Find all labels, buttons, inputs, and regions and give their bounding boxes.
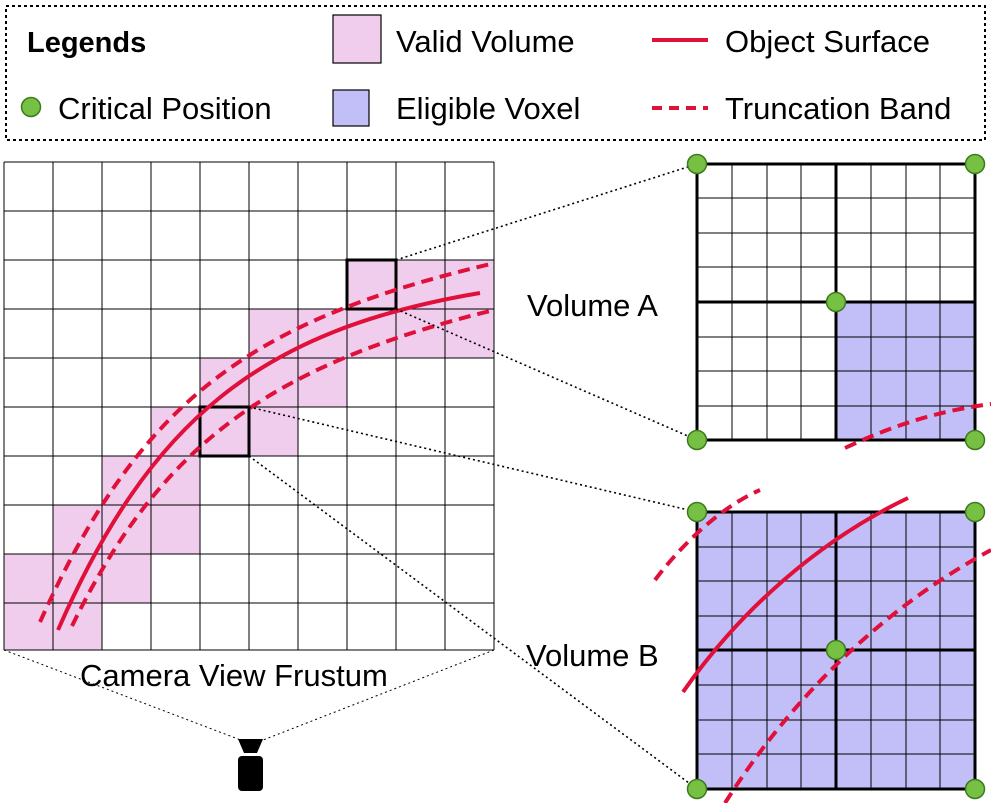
legend-label-object-surface: Object Surface — [725, 24, 930, 59]
legend-border — [5, 5, 986, 141]
frustum-label: Camera View Frustum — [80, 658, 388, 693]
volume-a-truncation-band — [844, 402, 991, 450]
volume-a-label: Volume A — [527, 288, 658, 323]
connector-lines — [248, 163, 698, 790]
volume-b-object-surface — [681, 496, 909, 694]
volume-b-label: Volume B — [526, 638, 659, 673]
volume-b: Volume B — [526, 488, 991, 803]
volume-b-truncation-band-lower — [723, 548, 991, 803]
highlight-cell-volume-b — [198, 405, 251, 458]
eligible-voxel-swatch — [332, 89, 370, 127]
critical-position-icon — [20, 96, 42, 118]
volume-b-critical-positions — [686, 501, 986, 800]
volume-a-critical-positions — [686, 153, 986, 451]
legend-label-truncation-band: Truncation Band — [725, 91, 951, 126]
legend-label-eligible-voxel: Eligible Voxel — [396, 91, 580, 126]
truncation-band-lower — [70, 308, 495, 627]
camera-view-grid — [3, 161, 496, 651]
legend: Legends Valid Volume Object Surface Crit… — [5, 5, 986, 141]
volume-a: Volume A — [527, 153, 991, 451]
object-surface-curve — [56, 291, 481, 631]
legend-label-valid-volume: Valid Volume — [396, 24, 575, 59]
truncation-band-upper — [38, 261, 496, 623]
legend-title: Legends — [27, 27, 146, 59]
legend-label-critical-position: Critical Position — [58, 91, 272, 126]
camera-icon — [238, 739, 263, 791]
camera-frustum: Camera View Frustum — [3, 649, 495, 791]
highlight-cell-volume-a — [345, 258, 398, 311]
valid-volume-swatch — [332, 14, 382, 64]
